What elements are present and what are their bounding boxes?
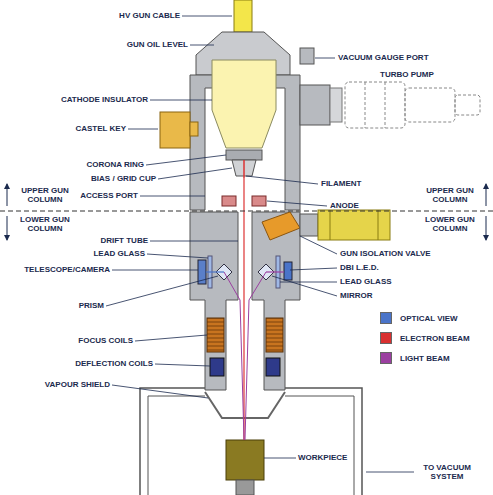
- workpiece: [226, 440, 264, 480]
- part-label: BIAS / GRID CUP: [91, 174, 156, 183]
- part-label: HV GUN CABLE: [119, 11, 180, 20]
- isolation-valve: [318, 210, 390, 240]
- part-label: PRISM: [79, 301, 104, 310]
- part-label: FOCUS COILS: [78, 336, 133, 345]
- legend-text: ELECTRON BEAM: [400, 334, 470, 343]
- part-label: UPPER GUN COLUMN: [13, 186, 77, 204]
- part-label: CORONA RING: [87, 160, 144, 169]
- cathode-insulator: [212, 60, 276, 148]
- legend-text: LIGHT BEAM: [400, 354, 450, 363]
- part-label: UPPER GUN COLUMN: [418, 186, 482, 204]
- leader-lines: [106, 16, 414, 472]
- part-label: WORKPIECE: [298, 453, 347, 462]
- part-label: TO VACUUM SYSTEM: [417, 463, 477, 481]
- part-label: VACUUM GAUGE PORT: [338, 53, 429, 62]
- hv-cable: [234, 0, 252, 32]
- part-label: VAPOUR SHIELD: [45, 380, 110, 389]
- part-label: LOWER GUN COLUMN: [418, 215, 482, 233]
- part-label: ACCESS PORT: [80, 191, 138, 200]
- part-label: CASTEL KEY: [75, 124, 126, 133]
- part-label: TELESCOPE/CAMERA: [24, 265, 110, 274]
- legend-swatch: [380, 352, 392, 364]
- part-label: DBI L.E.D.: [340, 263, 379, 272]
- turbo-pump: [345, 82, 480, 128]
- legend-row: ELECTRON BEAM: [380, 332, 470, 344]
- part-label: LOWER GUN COLUMN: [13, 215, 77, 233]
- part-label: GUN OIL LEVEL: [127, 40, 188, 49]
- part-label: LEAD GLASS: [93, 249, 145, 258]
- legend-text: OPTICAL VIEW: [400, 314, 458, 323]
- part-label: MIRROR: [340, 291, 372, 300]
- part-label: TURBO PUMP: [380, 70, 434, 79]
- legend-swatch: [380, 332, 392, 344]
- legend-swatch: [380, 312, 392, 324]
- part-label: GUN ISOLATION VALVE: [340, 249, 431, 258]
- part-label: DEFLECTION COILS: [75, 359, 153, 368]
- part-label: ANODE: [330, 201, 359, 210]
- part-label: FILAMENT: [321, 179, 361, 188]
- part-label: CATHODE INSULATOR: [61, 95, 148, 104]
- part-label: LEAD GLASS: [340, 277, 392, 286]
- legend-row: LIGHT BEAM: [380, 352, 450, 364]
- legend-row: OPTICAL VIEW: [380, 312, 458, 324]
- electron-beam: [243, 178, 244, 440]
- part-label: DRIFT TUBE: [100, 236, 148, 245]
